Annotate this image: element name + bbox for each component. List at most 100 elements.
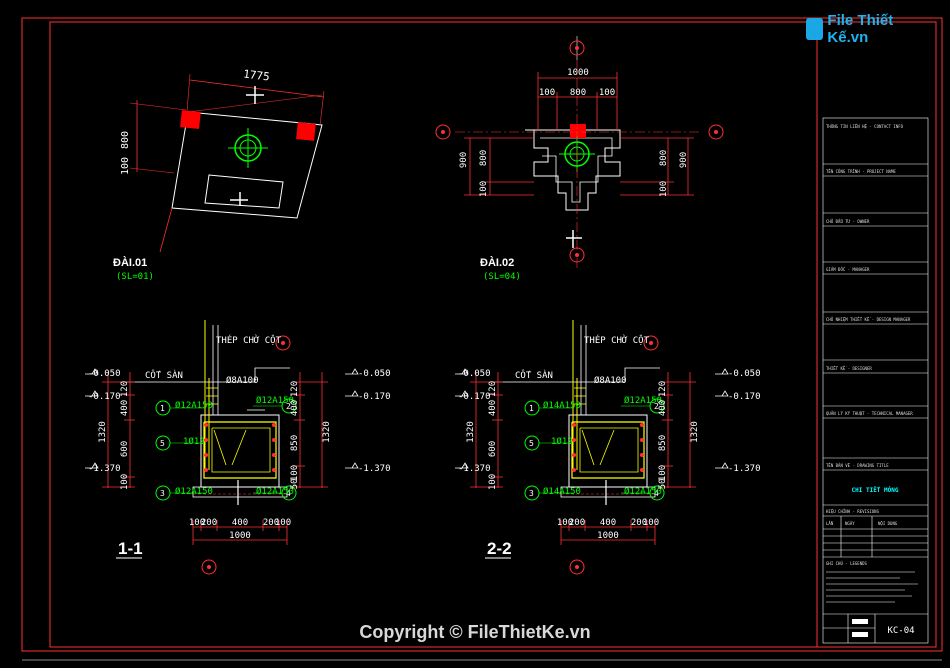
tb-notes-label: GHI CHÚ - LEGENDS xyxy=(826,561,868,566)
plan2-dim-right-800: 800 xyxy=(659,150,669,166)
s2-dim-left-100: 100 xyxy=(488,474,498,490)
s1-marker-3: 5 xyxy=(160,439,165,448)
plan1-dim-left-100: 100 xyxy=(120,157,131,175)
s2-dim-right-100: 100 xyxy=(658,465,668,481)
title-block: THÔNG TIN LIÊN HỆ - CONTACT INFO TÊN CÔN… xyxy=(816,22,929,647)
s2-marker-4: 4 xyxy=(654,489,659,498)
plan2-quantity: (SL=04) xyxy=(483,272,521,282)
s1-dim-right-120: 120 xyxy=(290,381,300,397)
s2-dim-left-600: 600 xyxy=(488,441,498,457)
s2-bar-4: Ø12A150 xyxy=(624,486,662,497)
plan1-title: ĐÀI.01 xyxy=(113,256,147,269)
tb-row-design-manager: CHỦ NHIỆM THIẾT KẾ - DESIGN MANAGER xyxy=(826,317,911,322)
s1-bar-3: 1Ø12 xyxy=(183,436,205,447)
tb-row-tech-manager: QUẢN LÝ KỸ THUẬT - TECHNICAL MANAGER xyxy=(826,411,913,416)
plan1-quantity: (SL=01) xyxy=(116,272,154,282)
tb-row-manager: GIÁM ĐỐC - MANAGER xyxy=(826,267,870,272)
s1-dim-bottom-5: 100 xyxy=(275,518,291,528)
plan2-dim-left-100: 100 xyxy=(479,181,489,197)
s1-marker-4: 4 xyxy=(286,489,291,498)
s2-dim-right-50: 50 xyxy=(658,479,668,490)
s1-slab-label: CỐT SÀN xyxy=(145,369,183,381)
s1-dim-left-400: 400 xyxy=(120,400,130,416)
tb-row-project: TÊN CÔNG TRÌNH - PROJECT NAME xyxy=(826,169,896,174)
tb-row-designer: THIẾT KẾ - DESIGNER xyxy=(826,366,872,371)
outer-border xyxy=(21,17,943,652)
plan2-dim-right-900: 900 xyxy=(679,152,689,168)
s2-bar-2: Ø12A150 xyxy=(624,395,662,406)
s2-dim-left-400: 400 xyxy=(488,400,498,416)
s1-dim-right-1320: 1320 xyxy=(322,421,332,443)
s1-wait-steel-label: THÉP CHỜ CỘT xyxy=(216,334,282,346)
s2-dim-bottom-1: 100 xyxy=(557,518,573,528)
inner-border xyxy=(49,21,937,648)
s1-bar-2: Ø12A150 xyxy=(256,395,294,406)
s2-dim-bottom-3: 400 xyxy=(600,518,616,528)
filethietke-logo: File Thiết Kế.vn xyxy=(806,12,924,46)
copyright-watermark: Copyright © FileThietKe.vn xyxy=(359,622,591,642)
s1-dim-left-100: 100 xyxy=(120,474,130,490)
s1-marker-2: 2 xyxy=(286,402,291,411)
s1-dim-bottom-2: 200 xyxy=(201,518,217,528)
s1-dim-left-600: 600 xyxy=(120,441,130,457)
s1-level-top-right: -0.050 xyxy=(358,369,391,379)
s2-dim-bottom-4: 200 xyxy=(631,518,647,528)
s2-level-top-right: -0.050 xyxy=(728,369,761,379)
tb-row-contact: THÔNG TIN LIÊN HỆ - CONTACT INFO xyxy=(826,124,904,129)
s2-dim-right-1320: 1320 xyxy=(690,421,700,443)
s1-dim-right-100: 100 xyxy=(290,465,300,481)
section-2-2: 1 2 5 4 3 THÉP CHỜ CỘT CỐT SÀN Ø8A100 Ø1… xyxy=(455,320,761,575)
plan2-dim-left-900: 900 xyxy=(459,152,469,168)
s1-dim-left-1320: 1320 xyxy=(98,421,108,443)
tb-sheet-number: KC-04 xyxy=(887,626,914,636)
s2-marker-5: 3 xyxy=(529,489,534,498)
plan2-dim-sub-2: 800 xyxy=(570,88,586,98)
s2-stirrup-label: Ø8A100 xyxy=(594,375,627,386)
logo-text: File Thiết Kế.vn xyxy=(827,12,894,46)
s1-dim-bottom-3: 400 xyxy=(232,518,248,528)
tb-rev-col-2: NGÀY xyxy=(845,521,855,526)
plan2-dim-sub-3: 100 xyxy=(599,88,615,98)
s2-level-mid-right: -0.170 xyxy=(728,392,761,402)
s1-dim-bottom-total: 1000 xyxy=(229,531,251,541)
tb-row-drawing-title: TÊN BẢN VẼ - DRAWING TITLE xyxy=(826,463,889,468)
s2-dim-bottom-total: 1000 xyxy=(597,531,619,541)
s1-level-mid-right: -0.170 xyxy=(358,392,391,402)
section2-title: 2-2 xyxy=(487,539,512,558)
plan-dai-01: 1775 800 100 ĐÀI.01 (SL=01) xyxy=(113,67,325,282)
plan1-dim-left-800: 800 xyxy=(120,131,131,149)
s2-marker-2: 2 xyxy=(654,402,659,411)
tb-drawing-name: CHI TIẾT MÓNG xyxy=(852,486,899,494)
s2-dim-right-400: 400 xyxy=(658,400,668,416)
s2-wait-steel-label: THÉP CHỜ CỘT xyxy=(584,334,650,346)
s1-dim-right-850: 850 xyxy=(290,435,300,451)
s2-level-top-left: -0.050 xyxy=(458,369,491,379)
plan2-dim-right-100: 100 xyxy=(659,181,669,197)
logo-icon xyxy=(806,18,824,40)
tb-rev-col-3: NỘI DUNG xyxy=(878,521,898,526)
s1-bar-1: Ø12A150 xyxy=(175,400,213,411)
tb-row-owner: CHỦ ĐẦU TƯ - OWNER xyxy=(826,219,870,224)
plan1-dim-top: 1775 xyxy=(242,67,270,83)
s1-dim-bottom-4: 200 xyxy=(263,518,279,528)
s2-level-mid-left: -0.170 xyxy=(458,392,491,402)
s1-bar-6: Ø12A150 xyxy=(175,486,213,497)
s2-marker-1: 1 xyxy=(529,404,534,413)
s1-dim-right-50: 50 xyxy=(290,479,300,490)
s1-stirrup-label: Ø8A100 xyxy=(226,375,259,386)
plan2-title: ĐÀI.02 xyxy=(480,256,514,269)
s2-bar-6: Ø14A150 xyxy=(543,486,581,497)
s1-level-mid-left: -0.170 xyxy=(88,392,121,402)
s1-dim-left-120: 120 xyxy=(120,381,130,397)
s2-dim-left-120: 120 xyxy=(488,381,498,397)
s2-dim-bottom-5: 100 xyxy=(643,518,659,528)
s2-marker-3: 5 xyxy=(529,439,534,448)
s1-level-bot-left: -1.370 xyxy=(88,464,121,474)
s1-dim-bottom-1: 100 xyxy=(189,518,205,528)
s1-bar-4: Ø12A150 xyxy=(256,486,294,497)
s2-bar-3: 1Ø12 xyxy=(551,436,573,447)
tb-rev-col-1: LẦN xyxy=(826,521,834,526)
s2-level-bot-right: -1.370 xyxy=(728,464,761,474)
s2-slab-label: CỐT SÀN xyxy=(515,369,553,381)
